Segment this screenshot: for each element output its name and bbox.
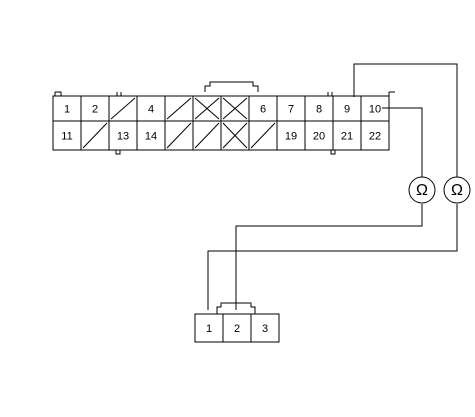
blank-cell-slash: [166, 122, 192, 149]
small-pin-label: 1: [206, 323, 212, 335]
main-pin-label: 20: [313, 130, 325, 142]
main-pin-label: 8: [316, 103, 322, 115]
small-pin-label: 3: [262, 323, 268, 335]
blank-cell-slash: [250, 122, 276, 149]
blank-cell-slash: [110, 97, 136, 120]
small-pin-box: [250, 313, 280, 343]
main-pin-label: 11: [61, 130, 72, 142]
main-pin-box: [52, 120, 82, 151]
main-pin-label: 22: [369, 130, 381, 142]
main-pin-box: [276, 95, 306, 122]
ohmmeter-icon: [443, 176, 471, 204]
wire-pin10-to-meter-left: [382, 107, 423, 177]
main-pin-label: 1: [64, 103, 70, 115]
blank-cell-slash: [166, 97, 192, 120]
ohmmeter-left: Ω: [408, 176, 436, 204]
main-pin-box: [276, 120, 306, 151]
main-connector-top-row: 1 2 4 6 7 8 9 10: [52, 95, 390, 122]
main-pin-label: 19: [285, 130, 297, 142]
blank-cell-cross: [222, 97, 248, 120]
main-pin-label: 2: [92, 103, 98, 115]
blank-cell-slash: [82, 122, 108, 149]
wire-pin9-to-meter-right: [353, 63, 458, 177]
blank-cell-cross: [222, 122, 248, 149]
main-pin-box: [108, 120, 138, 151]
small-pin-box: [222, 313, 252, 343]
main-pin-label: 7: [288, 103, 294, 115]
main-pin-box: [80, 95, 110, 122]
main-pin-label: 21: [341, 130, 353, 142]
small-pin-label: 2: [234, 323, 240, 335]
main-pin-box: [52, 95, 82, 122]
main-pin-label: 10: [369, 103, 381, 115]
main-pin-box: [360, 120, 390, 151]
main-pin-label: 6: [260, 103, 266, 115]
main-connector-bottom-row: 11 13 14 19 20 21 22: [52, 120, 390, 151]
main-pin-box: [332, 120, 362, 151]
main-pin-box: [332, 95, 362, 122]
ohmmeter-right: Ω: [443, 176, 471, 204]
small-connector-pins: 1 2 3: [194, 313, 280, 343]
wire-meter-left-to-pin2: [235, 204, 423, 310]
ohmmeter-icon: [408, 176, 436, 204]
main-pin-label: 14: [145, 130, 157, 142]
main-pin-label: 4: [148, 103, 154, 115]
blank-cell-cross: [194, 97, 220, 120]
ohm-symbol: Ω: [451, 182, 463, 199]
main-pin-box: [136, 120, 166, 151]
blank-cell-slash: [194, 122, 220, 149]
main-pin-label: 13: [117, 130, 129, 142]
main-connector: 1 2 4 6 7 8 9 10 11 13 14 19 20 21 22: [52, 81, 395, 155]
wire-meter-right-to-pin1: [207, 204, 458, 310]
wires: [207, 63, 458, 310]
ohm-symbol: Ω: [416, 182, 428, 199]
main-pin-label: 9: [344, 103, 350, 115]
